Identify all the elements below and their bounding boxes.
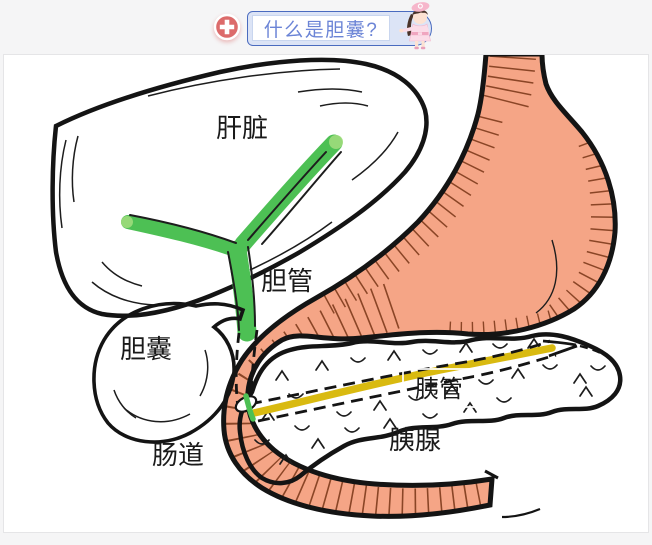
bile-duct-hidden-segment — [234, 329, 259, 422]
digestive-anatomy-diagram: 肝脏 胆管 胆囊 肠道 胰管 胰腺 — [50, 55, 623, 532]
question-bubble: 什么是胆囊? — [247, 11, 432, 46]
label-pancreatic-duct: 胰管 — [415, 376, 463, 403]
label-bile-duct: 胆管 — [261, 266, 313, 296]
label-pancreas: 胰腺 — [389, 425, 441, 455]
bile-duct-tree — [121, 134, 343, 342]
question-text: 什么是胆囊? — [263, 19, 379, 41]
question-text-box: 什么是胆囊? — [252, 15, 390, 41]
gallbladder-contour-lines — [113, 349, 209, 423]
pancreas — [237, 332, 623, 486]
pancreatic-duct — [249, 339, 611, 423]
nurse-mascot-icon — [399, 2, 431, 50]
label-liver: 肝脏 — [216, 113, 268, 143]
label-gallbladder: 胆囊 — [120, 334, 172, 364]
stomach-and-intestine — [224, 55, 616, 517]
gallbladder — [92, 301, 246, 444]
label-intestine: 肠道 — [152, 440, 204, 470]
pancreatic-duct-label-box — [402, 368, 476, 408]
liver-contour-lines — [58, 68, 399, 306]
liver — [50, 57, 429, 319]
medical-cross-icon — [213, 13, 241, 41]
diagram-labels: 肝脏 胆管 胆囊 肠道 胰管 胰腺 — [120, 113, 476, 470]
anatomy-illustration-panel: 肝脏 胆管 胆囊 肠道 胰管 胰腺 — [3, 54, 649, 533]
header-bar: 什么是胆囊? — [0, 0, 652, 54]
